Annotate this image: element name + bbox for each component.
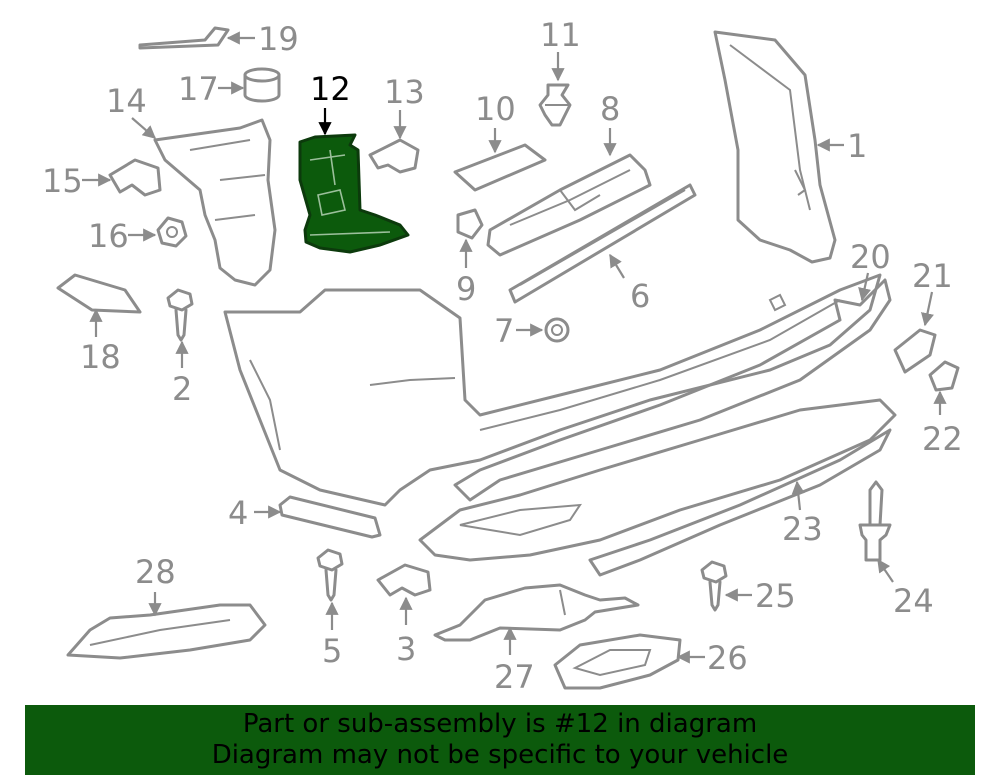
callout-22[interactable]: 22 <box>922 420 963 458</box>
part-24-stud <box>858 480 892 562</box>
part-17-grommet <box>243 67 281 103</box>
callout-5[interactable]: 5 <box>322 632 342 670</box>
callout-12[interactable]: 12 <box>310 70 351 108</box>
part-19-strip <box>138 26 230 50</box>
banner-line-1: Part or sub-assembly is #12 in diagram <box>242 709 758 739</box>
part-16-nut <box>156 216 188 248</box>
part-10-strip <box>453 143 547 192</box>
part-20-lower-trim <box>453 278 892 502</box>
part-6-rail <box>508 183 697 304</box>
callout-25[interactable]: 25 <box>755 577 796 615</box>
part-1-bumper-cover-side <box>713 30 837 264</box>
callout-17[interactable]: 17 <box>178 70 219 108</box>
callout-8[interactable]: 8 <box>600 90 620 128</box>
part-13-clip <box>368 138 420 174</box>
part-21-cap <box>893 328 937 374</box>
part-4-reflector <box>278 495 382 539</box>
leader-lines <box>82 31 947 664</box>
part-18-plate <box>56 273 142 314</box>
callout-4[interactable]: 4 <box>228 494 248 532</box>
part-22-cap <box>928 360 960 392</box>
part-12-bracket-highlighted <box>298 133 410 254</box>
callout-6[interactable]: 6 <box>630 277 650 315</box>
part-5-screw <box>316 548 344 602</box>
callout-23[interactable]: 23 <box>782 510 823 548</box>
callout-16[interactable]: 16 <box>88 217 129 255</box>
callout-labels: 1 2 3 4 5 6 7 8 9 10 11 12 13 14 15 16 1… <box>42 16 963 696</box>
callout-18[interactable]: 18 <box>80 338 121 376</box>
part-15-clip <box>108 158 162 197</box>
banner-line-2: Diagram may not be specific to your vehi… <box>211 740 789 770</box>
part-27-bracket <box>433 583 640 642</box>
part-3-clip <box>376 563 432 597</box>
info-banner: Part or sub-assembly is #12 in diagram D… <box>25 705 975 775</box>
callout-19[interactable]: 19 <box>258 20 299 58</box>
callout-27[interactable]: 27 <box>494 658 535 696</box>
bumper-shell <box>223 273 882 507</box>
callout-10[interactable]: 10 <box>475 90 516 128</box>
part-11-push-clip <box>538 83 572 127</box>
callout-21[interactable]: 21 <box>912 257 953 295</box>
part-8-bracket <box>486 153 652 257</box>
part-9-clip <box>456 208 484 240</box>
part-25-screw <box>700 560 728 612</box>
callout-15[interactable]: 15 <box>42 162 83 200</box>
parts-diagram: 1 2 3 4 5 6 7 8 9 10 11 12 13 14 15 16 1… <box>42 16 963 696</box>
callout-9[interactable]: 9 <box>456 270 476 308</box>
part-23-diffuser <box>418 398 897 577</box>
callout-2[interactable]: 2 <box>172 370 192 408</box>
callout-20[interactable]: 20 <box>850 238 891 276</box>
callout-28[interactable]: 28 <box>135 553 176 591</box>
part-26-cover <box>553 633 682 690</box>
callout-3[interactable]: 3 <box>396 630 416 668</box>
callout-11[interactable]: 11 <box>540 16 581 54</box>
callout-13[interactable]: 13 <box>384 73 425 111</box>
part-14-bracket <box>153 118 277 287</box>
callout-7[interactable]: 7 <box>494 312 514 350</box>
callout-1[interactable]: 1 <box>847 127 867 165</box>
callout-26[interactable]: 26 <box>707 639 748 677</box>
part-7-nut <box>544 317 570 343</box>
part-28-reflector <box>66 603 267 660</box>
callout-24[interactable]: 24 <box>893 582 934 620</box>
part-2-screw <box>166 288 194 342</box>
callout-14[interactable]: 14 <box>106 82 147 120</box>
